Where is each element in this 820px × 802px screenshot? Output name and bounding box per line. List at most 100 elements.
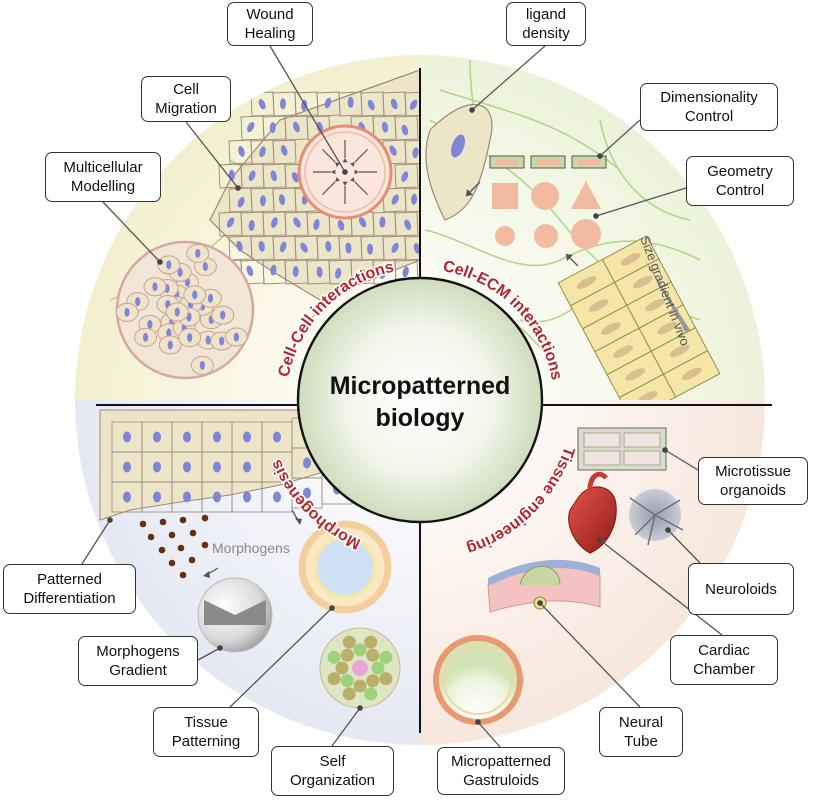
fiber <box>439 89 621 171</box>
nucleus <box>199 360 205 370</box>
spheroid <box>115 240 255 380</box>
leader-line <box>229 607 333 708</box>
nucleus <box>411 193 418 205</box>
morphogen-dot <box>147 533 155 541</box>
callout-morphogens-gradient: Morphogens Gradient <box>78 636 198 686</box>
nucleus <box>153 461 161 473</box>
neurite <box>629 497 656 516</box>
callout-multicellular-modelling: Multicellular Modelling <box>45 152 161 202</box>
wound-arrowhead <box>354 169 359 175</box>
nucleus <box>142 332 149 342</box>
nucleus <box>219 336 225 346</box>
nucleus <box>280 145 288 156</box>
arrowhead <box>295 518 302 525</box>
tissue-patterning-line1: Tissue <box>184 714 228 731</box>
leader-line <box>269 45 346 173</box>
nucleus <box>152 282 158 292</box>
morphogen-dot <box>139 520 147 528</box>
wound-arrow <box>321 148 336 163</box>
nucleus <box>258 240 265 252</box>
nucleus <box>166 328 172 338</box>
center-disc <box>296 276 544 524</box>
leader-dot <box>665 527 671 533</box>
fiber <box>599 119 691 221</box>
leader-line <box>595 187 687 217</box>
nucleus <box>135 297 141 307</box>
morphogen-dot <box>168 531 176 539</box>
self-org-cell <box>366 648 380 662</box>
leader-line <box>102 201 161 263</box>
callout-micropatterned-gastruloids: Micropatterned Gastruloids <box>437 747 565 795</box>
nucleus <box>401 124 409 136</box>
leader-line <box>471 45 546 111</box>
wound-arrowhead <box>342 158 348 163</box>
nucleus <box>243 461 251 473</box>
nucleus <box>248 170 256 182</box>
dimensionality-control-line2: Control <box>684 108 734 125</box>
nucleus <box>324 97 332 109</box>
callout-neural-tube: Neural Tube <box>599 707 683 757</box>
neurite <box>654 514 684 531</box>
nucleus <box>183 431 191 443</box>
nucleus <box>588 299 609 312</box>
neural-tube-line1: Neural <box>618 714 664 731</box>
leader-dot <box>107 517 113 523</box>
nucleus <box>637 391 658 400</box>
nucleus <box>391 194 399 205</box>
morphogen-dot <box>177 544 185 552</box>
callout-neuroloids: Neuroloids <box>688 563 794 615</box>
center-title-line1: Micropatterned <box>330 372 511 400</box>
nucleus <box>259 146 266 158</box>
nucleus <box>123 491 131 503</box>
multicellular-modelling-line1: Multicellular <box>63 159 143 176</box>
morphogen-dot <box>159 518 167 526</box>
nucleus <box>409 99 418 110</box>
morphogens-gradient-line1: Morphogens <box>96 643 180 660</box>
leader-line <box>664 449 699 471</box>
nucleus <box>195 248 201 258</box>
nucleus <box>183 461 191 473</box>
wound-arrowhead <box>335 162 340 167</box>
nucleus <box>358 217 367 228</box>
dimensionality-control-line1: Dimensionality <box>660 89 758 106</box>
self-org-cell <box>340 648 354 662</box>
nucleus <box>279 241 287 253</box>
microtissue-organoids-line2: organoids <box>720 482 786 499</box>
self-organization-line1: Self <box>319 753 346 770</box>
self-org-cell <box>342 635 356 649</box>
nucleus <box>205 335 211 345</box>
self-org-cell <box>371 661 385 675</box>
nucleus <box>379 268 387 279</box>
shape-circle-large <box>571 219 601 249</box>
nucleus <box>404 219 412 231</box>
nucleus <box>389 145 397 156</box>
nucleus <box>620 252 641 266</box>
cell <box>272 139 297 165</box>
nucleus <box>337 219 345 231</box>
callout-tissue-patterning: Tissue Patterning <box>153 707 259 757</box>
dimensionality-fill <box>496 159 518 165</box>
morphogens-label: Morphogens <box>212 540 290 556</box>
nucleus <box>202 262 208 272</box>
wound-arrowhead <box>350 177 355 182</box>
nucleus <box>645 298 665 312</box>
nucleus <box>270 170 277 182</box>
self-org-cell <box>327 672 341 686</box>
nucleus <box>238 146 245 157</box>
neurite <box>647 514 656 546</box>
nucleus <box>401 171 409 182</box>
cell-migration-line1: Cell <box>173 81 199 98</box>
nucleus <box>167 340 173 350</box>
nucleus <box>316 121 324 133</box>
neural-tube-line2: Tube <box>624 733 658 750</box>
self-org-cell <box>366 674 380 688</box>
nucleus <box>258 99 266 110</box>
leader-line <box>667 529 701 564</box>
arrowhead <box>566 254 573 261</box>
leader-line <box>539 602 641 708</box>
nucleus <box>213 491 221 503</box>
nucleus <box>391 242 399 253</box>
microtissue-organoids-line1: Microtissue <box>715 463 791 480</box>
